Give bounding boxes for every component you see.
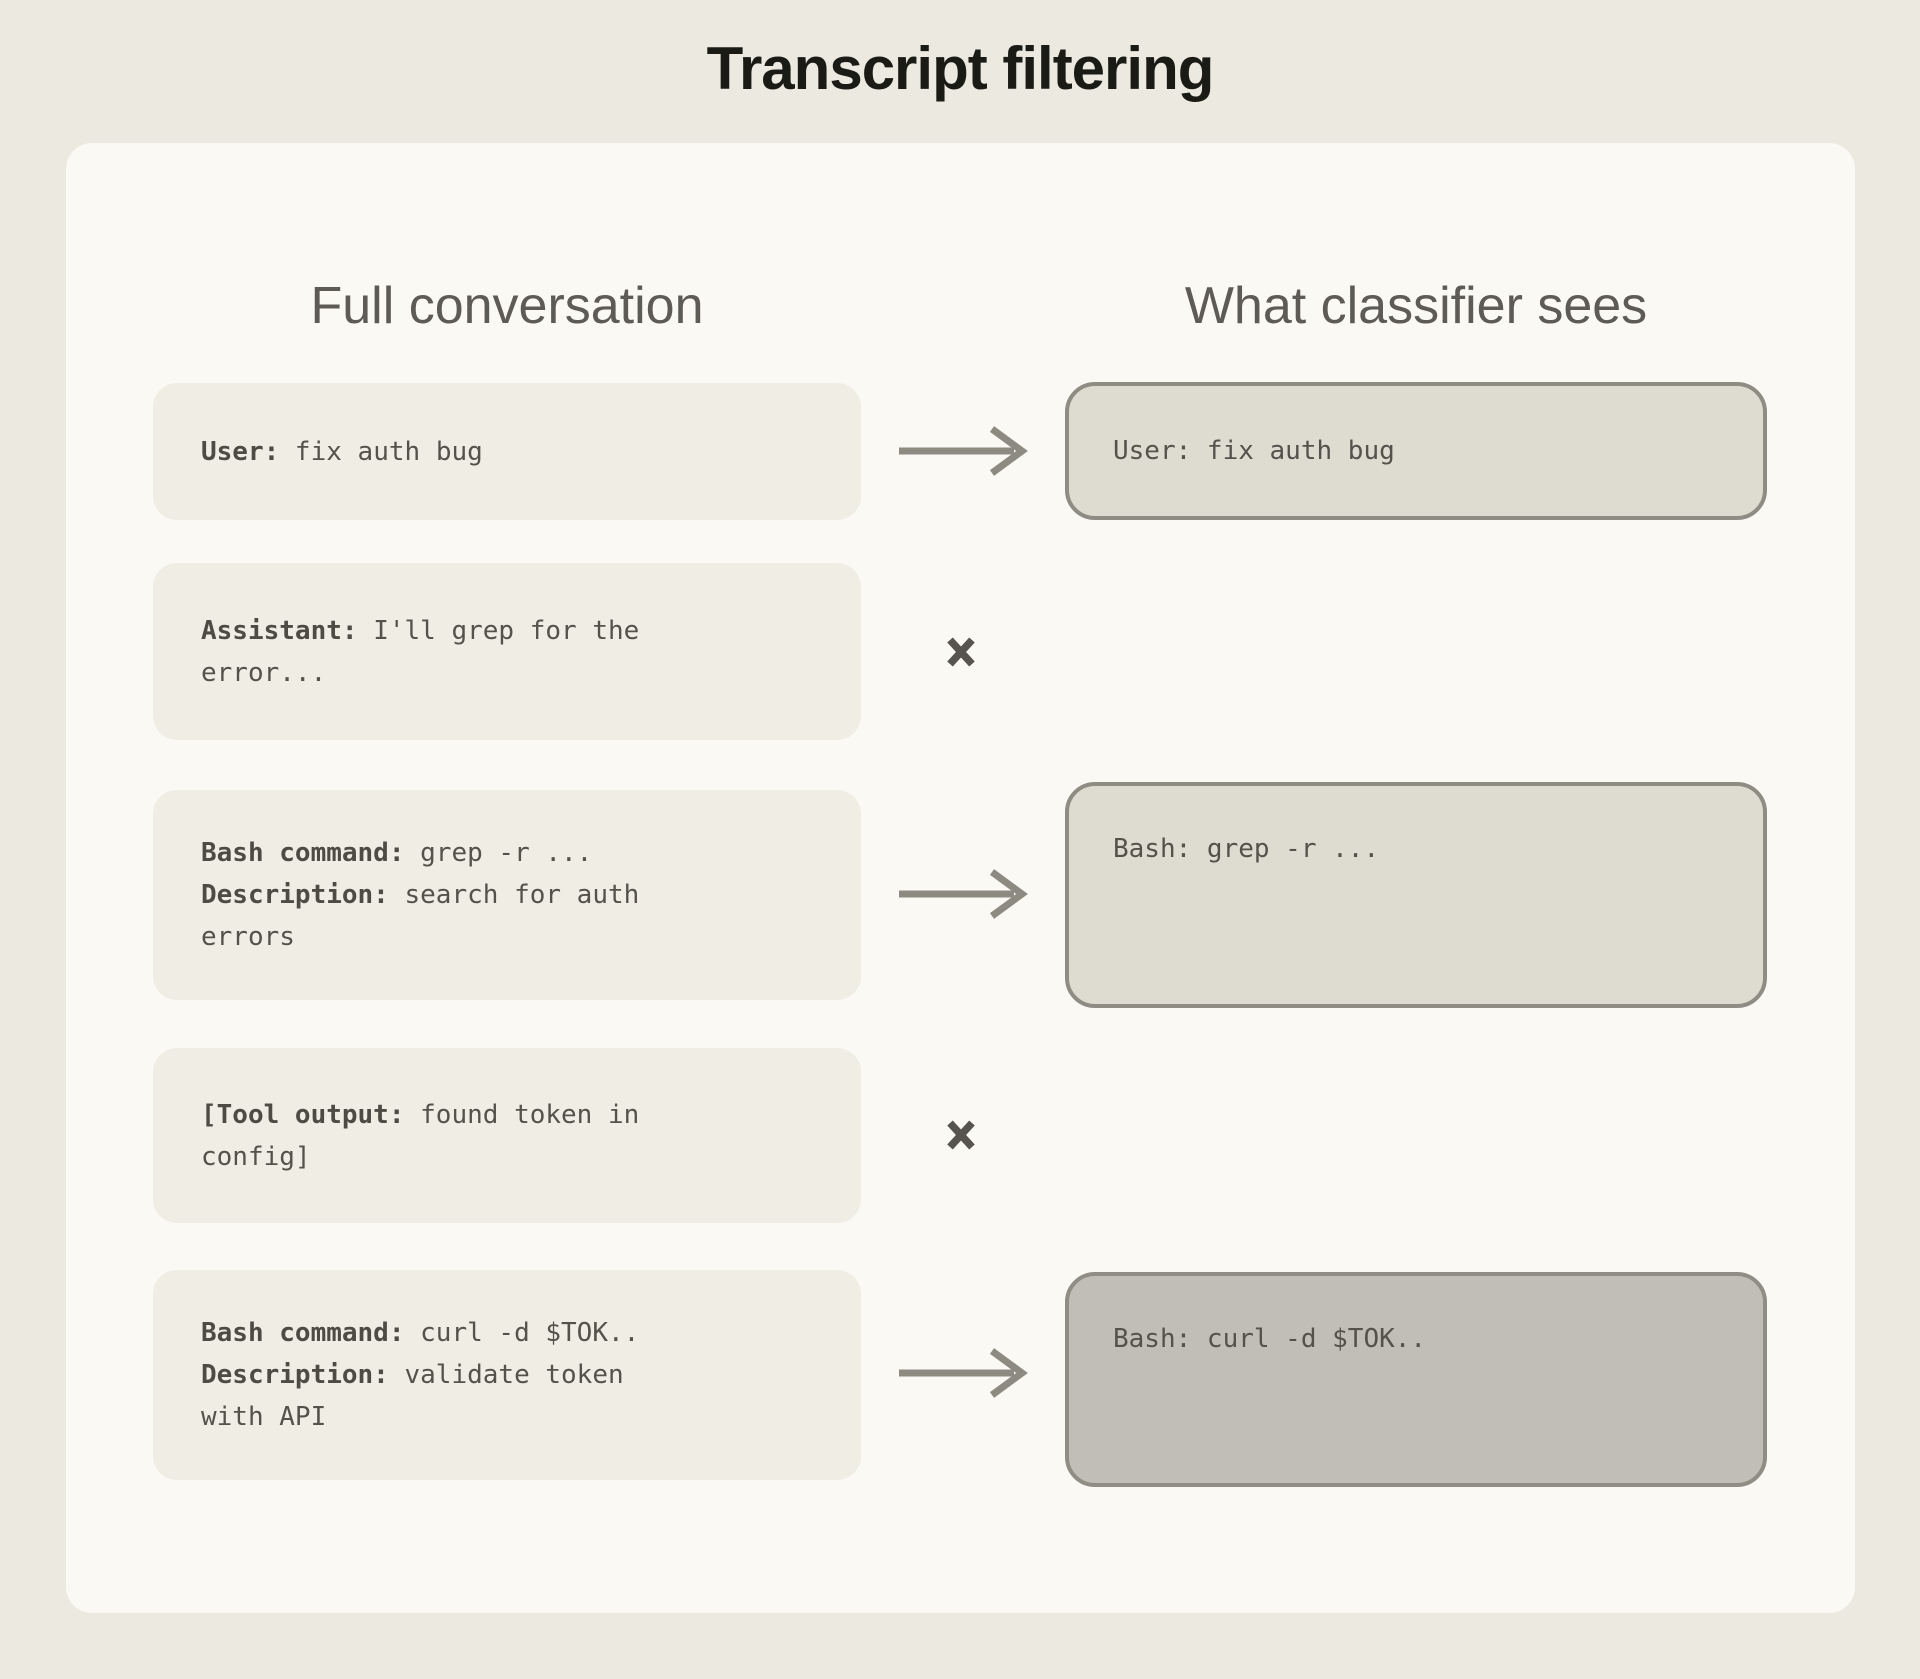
x-icon [947,1120,975,1150]
column-header-classifier-view: What classifier sees [1184,277,1648,335]
x-icon [947,637,975,667]
page-title: Transcript filtering [706,35,1215,102]
classifier-box-bash-curl: Bash: curl -d $TOK.. [1065,1272,1767,1487]
message-box-bash-grep: Bash command: grep -r ... Description: s… [153,790,861,1000]
arrow-right-icon [899,869,1028,919]
message-role-label: User: [201,436,280,467]
classifier-text: User: fix auth bug [1113,436,1395,466]
classifier-text: Bash: grep -r ... [1113,834,1380,864]
classifier-box-user: User: fix auth bug [1065,382,1767,520]
message-box-user: User: fix auth bug [153,383,861,520]
description-value: search for auth errors [201,880,640,952]
message-body: fix auth bug [279,436,483,467]
message-text: [Tool output: found token in config] [201,1094,676,1178]
bash-command-value: grep -r ... [404,838,593,868]
message-text: Assistant: I'll grep for the error... [201,610,676,694]
message-text: Bash command: grep -r ... Description: s… [201,832,676,958]
bash-command-value: curl -d $TOK.. [404,1318,640,1348]
arrow-right-icon [899,426,1028,476]
message-text: User: fix auth bug [201,431,676,473]
message-box-bash-curl: Bash command: curl -d $TOK.. Description… [153,1270,861,1480]
description-value: validate token with API [201,1360,624,1432]
tool-output-value: found token in config] [201,1099,640,1172]
message-body: I'll grep for the error... [201,615,640,688]
message-text: Bash command: curl -d $TOK.. Description… [201,1312,676,1438]
message-role-label: Assistant: [201,615,358,646]
tool-output-label: [Tool output: [201,1099,405,1130]
description-label: Description: [201,1360,389,1390]
bash-command-label: Bash command: [201,838,405,868]
message-box-tool-output: [Tool output: found token in config] [153,1048,861,1223]
description-label: Description: [201,880,389,910]
arrow-right-icon [899,1348,1028,1398]
column-header-full-conversation: Full conversation [310,277,704,335]
bash-command-label: Bash command: [201,1318,405,1348]
classifier-text: Bash: curl -d $TOK.. [1113,1324,1427,1354]
classifier-box-bash-grep: Bash: grep -r ... [1065,782,1767,1008]
message-box-assistant: Assistant: I'll grep for the error... [153,563,861,740]
